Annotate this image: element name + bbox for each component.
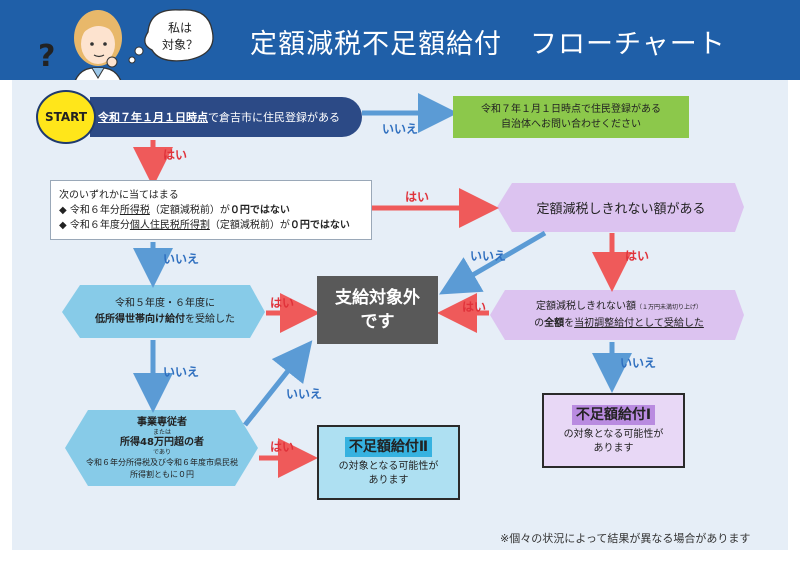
label-cond-yes: はい (405, 190, 430, 204)
label-start-no: いいえ (382, 122, 419, 136)
label-cond-no: いいえ (163, 252, 200, 266)
low-income-box: 令和５年度・６年度に 低所得世帯向け給付を受給した (78, 285, 252, 338)
bubble-text-1: 私は (168, 21, 192, 35)
condition-item2-mid: （定額減税前）が (209, 219, 290, 231)
start-badge: START (36, 90, 96, 144)
arrow-business-no (243, 340, 313, 427)
full-received-mid: を (564, 317, 575, 329)
bubble-text-2: 対象？ (162, 38, 198, 52)
label-business-yes: はい (270, 440, 295, 454)
full-received-pre: の (534, 317, 545, 329)
contact-line-1: 令和７年１月１日時点で住民登録がある (481, 104, 661, 115)
business-or: または (152, 429, 171, 436)
full-received-bold: 全額 (544, 317, 565, 329)
footnote: ※個々の状況によって結果が異なる場合があります (500, 532, 751, 545)
not-eligible-line-1: 支給対象外 (335, 288, 420, 308)
result-benefit-1-line-2: あります (593, 443, 634, 454)
low-income-rest: を受給した (185, 313, 235, 325)
start-rest-text: で倉吉市に住民登録がある (208, 111, 340, 124)
low-income-shape (62, 285, 265, 338)
condition-item1-mid: （定額減税前）が (149, 204, 230, 216)
start-node: 令和７年１月１日時点で倉吉市に住民登録がある (90, 97, 362, 137)
label-full-no: いいえ (620, 356, 657, 370)
low-income-line-1: 令和５年度・６年度に (115, 297, 215, 309)
contact-line-2: 自治体へお問い合わせください (501, 119, 641, 130)
result-benefit-1-box: 不足額給付Ⅰ の対象となる可能性が あります (542, 393, 685, 468)
condition-item1-link: 所得税 (119, 204, 150, 216)
question-mark-icon: ? (38, 39, 55, 74)
arrow-remaining-no (439, 230, 547, 295)
business-line-2: 所得48万円超の者 (120, 437, 204, 448)
start-badge-label: START (44, 110, 88, 124)
result-benefit-1-title: 不足額給付Ⅰ (571, 405, 656, 425)
result-benefit-2-box: 不足額給付Ⅱ の対象となる可能性が あります (317, 425, 460, 500)
header-bar: 定額減税不足額給付 フローチャート (0, 0, 800, 80)
full-received-line-1: 定額減税しきれない額 (535, 300, 636, 312)
condition-item1-prefix: ◆ 令和６年分 (59, 204, 120, 216)
contact-box: 令和７年１月１日時点で住民登録がある 自治体へお問い合わせください (453, 96, 689, 138)
business-box: 事業専従者 または 所得48万円超の者 であり 令和６年分所得税及び令和６年度市… (74, 412, 250, 486)
label-full-yes: はい (462, 300, 487, 314)
business-line-1: 事業専従者 (137, 417, 187, 428)
remaining-amount-text: 定額減税しきれない額がある (536, 202, 706, 217)
condition-item2-bold: ０円ではない (289, 219, 350, 231)
page-title: 定額減税不足額給付 フローチャート (250, 29, 726, 60)
condition-item1-bold: ０円ではない (229, 204, 290, 216)
result-benefit-2-line-1: の対象となる可能性が (338, 461, 439, 472)
remaining-amount-shape (497, 183, 744, 232)
result-benefit-2-title: 不足額給付Ⅱ (344, 437, 433, 457)
not-eligible-box: 支給対象外 です (317, 276, 438, 344)
label-lowincome-yes: はい (270, 296, 295, 310)
business-shape (65, 410, 258, 486)
business-line-4: 所得割ともに０円 (130, 470, 194, 479)
label-business-no: いいえ (286, 387, 323, 401)
business-and: であり (153, 449, 171, 456)
low-income-bold: 低所得世帯向け給付 (95, 313, 185, 325)
label-remaining-no: いいえ (470, 249, 507, 263)
label-start-yes: はい (163, 148, 188, 162)
full-received-shape (490, 290, 744, 340)
condition-intro: 次のいずれかに当てはまる (59, 189, 179, 201)
not-eligible-line-2: です (360, 312, 395, 332)
full-received-link: 当初調整給付として受給した (574, 317, 704, 329)
full-received-small: （１万円未満切り上げ） (635, 303, 702, 311)
start-date-text: 令和７年１月１日時点 (98, 111, 208, 124)
business-line-3: 令和６年分所得税及び令和６年度市県民税 (86, 458, 238, 467)
remaining-amount-box: 定額減税しきれない額がある (510, 183, 732, 232)
full-received-box: 定額減税しきれない額（１万円未満切り上げ） の全額を当初調整給付として受給した (503, 290, 735, 340)
result-benefit-2-line-2: あります (368, 475, 409, 486)
condition-item2-prefix: ◆ 令和６年度分 (59, 219, 130, 231)
result-benefit-1-line-1: の対象となる可能性が (563, 429, 664, 440)
label-remaining-yes: はい (625, 249, 650, 263)
condition-item2-link: 個人住民税所得割 (129, 219, 210, 231)
label-lowincome-no: いいえ (163, 365, 200, 379)
condition-box: 次のいずれかに当てはまる ◆ 令和６年分所得税（定額減税前）が０円ではない ◆ … (50, 180, 372, 240)
